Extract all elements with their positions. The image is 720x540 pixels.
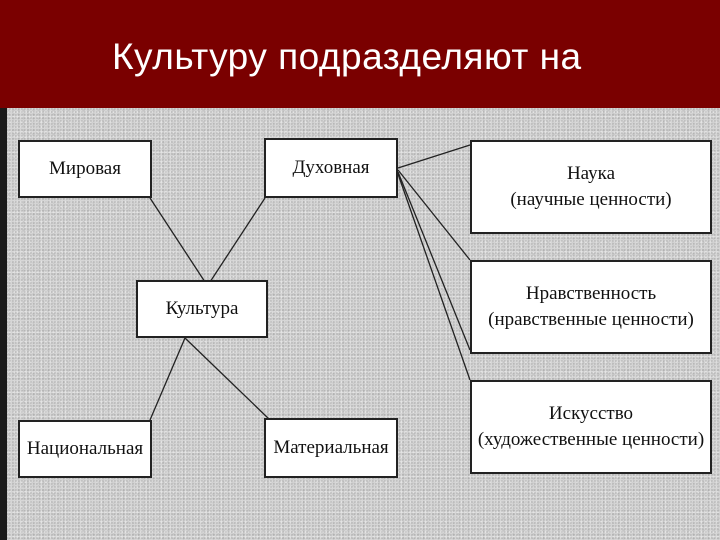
box-spiritual-label: Духовная	[292, 157, 370, 179]
box-science: Наука (научные ценности)	[470, 140, 712, 234]
connector-spiritual-morality	[397, 171, 471, 351]
scan-edge	[0, 108, 7, 540]
box-science-values: (научные ценности)	[510, 189, 672, 210]
connector-spiritual-science-2	[397, 169, 471, 261]
box-morality-name: Нравственность	[525, 283, 657, 305]
box-material: Материальная	[264, 418, 398, 478]
box-science-name: Наука	[566, 163, 616, 185]
box-material-label: Материальная	[273, 437, 389, 459]
box-art-name: Искусство	[548, 403, 634, 425]
box-morality: Нравственность (нравственные ценности)	[470, 260, 712, 354]
title-bar: Культуру подразделяют на	[0, 0, 720, 108]
slide-title: Культуру подразделяют на	[112, 36, 582, 77]
connector-culture-national	[149, 337, 186, 421]
box-culture: Культура	[136, 280, 268, 338]
box-world: Мировая	[18, 140, 152, 198]
box-morality-values: (нравственные ценности)	[488, 309, 694, 330]
connector-culture-material	[184, 337, 271, 421]
box-art: Искусство (художественные ценности)	[470, 380, 712, 474]
connector-spiritual-morality-2	[397, 173, 471, 381]
box-national-label: Национальная	[26, 438, 144, 460]
connector-spiritual-science	[397, 144, 471, 169]
box-spiritual: Духовная	[264, 138, 398, 198]
box-national: Национальная	[18, 420, 152, 478]
box-world-label: Мировая	[49, 158, 121, 180]
box-art-values: (художественные ценности)	[477, 429, 705, 450]
connector-spiritual-culture	[209, 197, 266, 283]
connector-world-culture	[149, 197, 206, 283]
box-culture-label: Культура	[165, 298, 239, 320]
